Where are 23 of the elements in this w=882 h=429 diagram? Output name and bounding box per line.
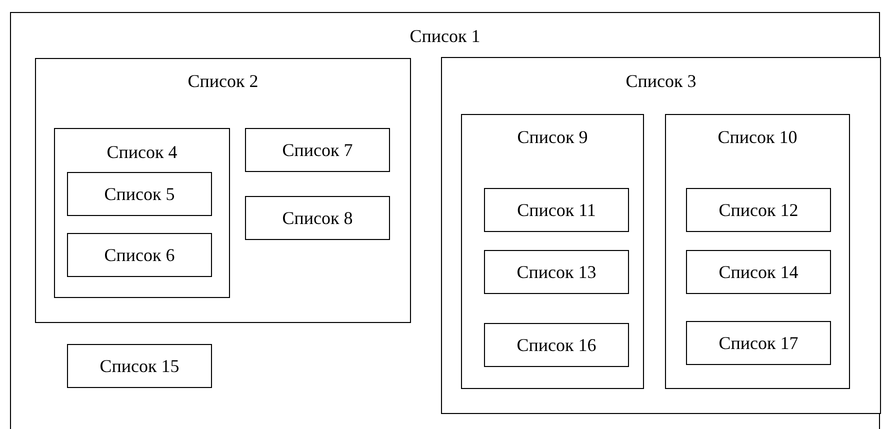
list-box: Список 16	[484, 323, 629, 367]
group-box	[461, 114, 644, 389]
group-title: Список 2	[188, 70, 258, 92]
group-title: Список 10	[718, 126, 798, 148]
group-box	[441, 57, 881, 414]
list-box: Список 15	[67, 344, 212, 388]
list-box: Список 14	[686, 250, 831, 294]
group-title: Список 1	[410, 25, 480, 47]
list-box: Список 8	[245, 196, 390, 240]
group-title: Список 9	[517, 126, 588, 148]
group-title: Список 3	[626, 70, 696, 92]
list-box: Список 5	[67, 172, 212, 216]
list-box: Список 6	[67, 233, 212, 277]
group-box	[35, 58, 411, 323]
list-box: Список 12	[686, 188, 831, 232]
list-box: Список 7	[245, 128, 390, 172]
group-box	[665, 114, 850, 389]
list-box: Список 11	[484, 188, 629, 232]
group-box	[54, 128, 230, 298]
group-title: Список 4	[106, 141, 178, 163]
group-box	[10, 12, 880, 429]
list-box: Список 13	[484, 250, 629, 294]
list-box: Список 17	[686, 321, 831, 365]
